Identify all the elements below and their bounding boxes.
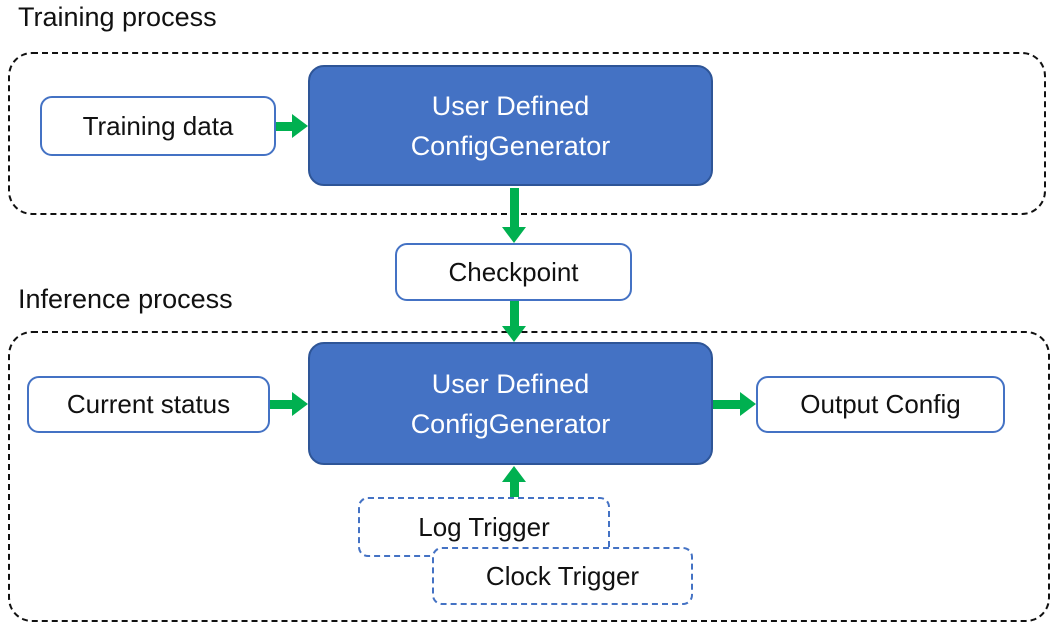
arrow-head-up-icon [502,466,526,482]
arrow-shaft [713,399,740,409]
arrow-head-right-icon [292,392,308,416]
arrow-checkpoint-to-generator [502,301,526,342]
arrow-training-data-to-generator [276,114,308,138]
training-generator-line2: ConfigGenerator [410,130,611,161]
checkpoint-box: Checkpoint [395,243,632,301]
training-section-label: Training process [18,2,217,32]
inference-process-container [8,331,1050,622]
current-status-box: Current status [27,376,270,433]
clock-trigger-label: Clock Trigger [485,560,640,591]
arrow-current-status-to-generator [270,392,308,416]
training-generator-line1: User Defined [431,90,590,121]
arrow-shaft [509,301,519,326]
inference-generator-box: User Defined ConfigGenerator [308,342,713,465]
training-data-label: Training data [82,110,234,141]
arrow-head-right-icon [292,114,308,138]
training-generator-box: User Defined ConfigGenerator [308,65,713,186]
arrow-triggers-to-generator [502,466,526,497]
clock-trigger-box: Clock Trigger [432,547,693,605]
arrow-head-down-icon [502,227,526,243]
arrow-generator-to-checkpoint [502,188,526,243]
training-process-container [8,52,1046,215]
arrow-shaft [509,188,519,227]
output-config-label: Output Config [800,389,961,419]
checkpoint-label: Checkpoint [448,256,579,287]
log-trigger-label: Log Trigger [418,511,550,542]
arrow-shaft [270,399,292,409]
arrow-head-right-icon [740,392,756,416]
inference-section-label: Inference process [18,284,233,314]
arrow-shaft [509,482,519,497]
arrow-head-down-icon [502,326,526,342]
inference-generator-line1: User Defined [431,368,590,399]
training-data-box: Training data [40,96,276,156]
arrow-generator-to-output [713,392,756,416]
arrow-shaft [276,121,292,131]
output-config-box: Output Config [756,376,1005,433]
inference-generator-line2: ConfigGenerator [410,408,611,439]
current-status-label: Current status [66,389,231,419]
